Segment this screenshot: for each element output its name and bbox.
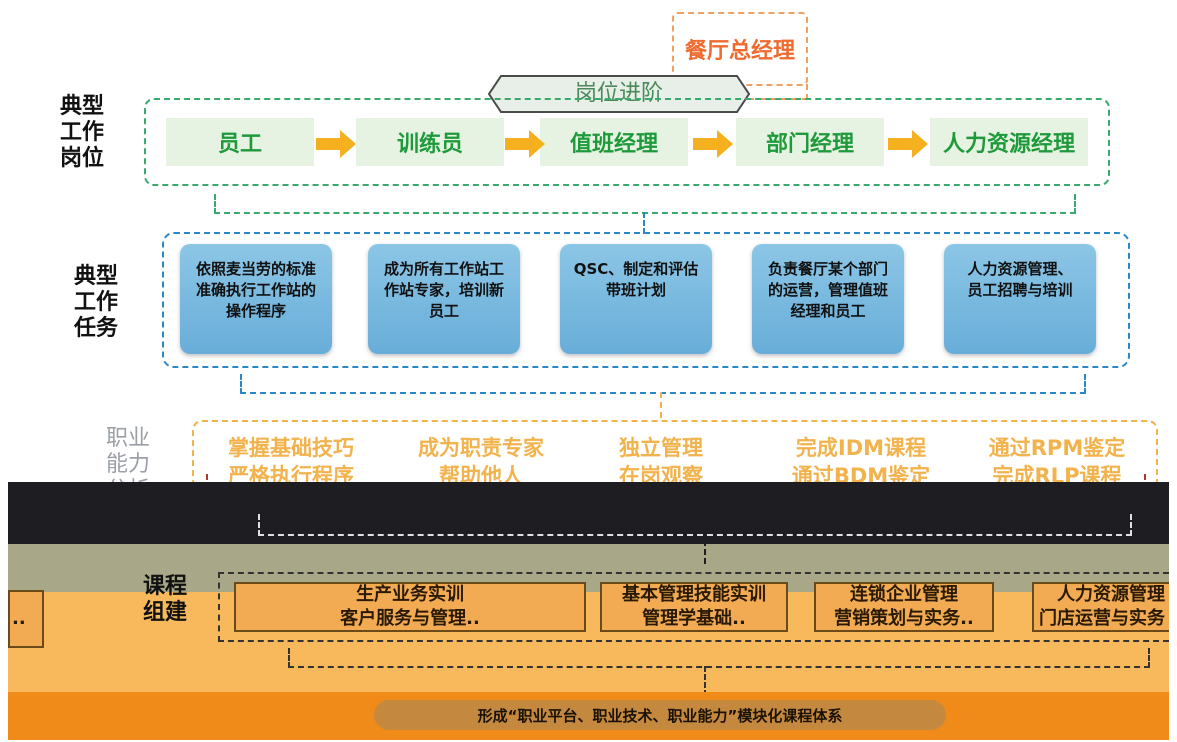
section-label-tasks: 典型 工作 任务	[73, 264, 118, 341]
course-production: 生产业务实训 客户服务与管理..	[234, 582, 586, 632]
connector-stem-2	[660, 392, 662, 418]
banner-shape	[487, 75, 751, 113]
summary-pill: 形成“职业平台、职业技术、职业能力”模块化课程体系	[374, 700, 946, 730]
summary-text: 形成“职业平台、职业技术、职业能力”模块化课程体系	[477, 706, 843, 725]
task-card-dept-manager: 负责餐厅某个部门 的运营，管理值班 经理和员工	[752, 244, 904, 354]
position-trainer: 训练员	[356, 118, 504, 166]
course-left-stub: ..	[8, 590, 44, 648]
section-label-courses: 课程 组建	[142, 574, 187, 625]
arrow-right-icon	[316, 130, 356, 158]
connector-bracket-2	[240, 374, 1086, 394]
dark-band	[8, 482, 1169, 544]
career-path-label: 岗位进阶	[574, 81, 663, 106]
task-card-hr-manager: 人力资源管理、 员工招聘与培训	[944, 244, 1096, 354]
position-employee: 员工	[166, 118, 314, 166]
course-management-skills: 基本管理技能实训 管理学基础..	[600, 582, 788, 632]
position-dept-manager: 部门经理	[736, 118, 884, 166]
tasks-frame	[162, 232, 1130, 368]
connector-stem-1	[643, 212, 645, 234]
connector-stem-4	[704, 666, 706, 696]
course-hr-management: 人力资源管理 门店运营与实务	[1032, 582, 1169, 632]
task-card-trainer: 成为所有工作站工 作站专家，培训新 员工	[368, 244, 520, 354]
task-card-employee: 依照麦当劳的标准 准确执行工作站的 操作程序	[180, 244, 332, 354]
course-chain-management: 连锁企业管理 营销策划与实务..	[814, 582, 994, 632]
arrow-right-icon	[888, 130, 928, 158]
courses-frame	[218, 572, 1169, 642]
arrow-right-icon	[693, 130, 733, 158]
connector-bracket-4	[288, 648, 1150, 668]
task-card-shift-manager: QSC、制定和评估 带班计划	[560, 244, 712, 354]
section-label-positions: 典型 工作 岗位	[59, 94, 104, 171]
career-path-banner: 岗位进阶	[487, 74, 751, 114]
connector-bracket-3	[258, 514, 1132, 536]
arrow-right-icon	[505, 130, 545, 158]
top-role-label: 餐厅总经理	[684, 39, 795, 64]
connector-stem-3	[704, 540, 706, 564]
position-hr-manager: 人力资源经理	[930, 118, 1088, 166]
position-shift-manager: 值班经理	[540, 118, 688, 166]
connector-bracket-1	[214, 194, 1076, 214]
positions-frame	[144, 98, 1110, 186]
